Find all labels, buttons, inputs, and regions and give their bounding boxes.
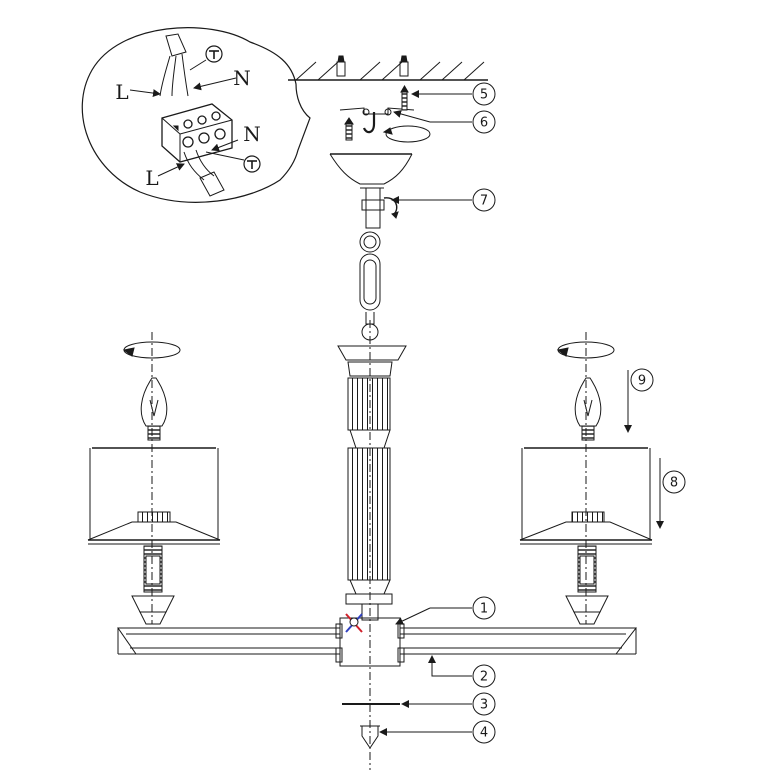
rotate-arrow-icon — [382, 125, 431, 143]
callout-1: 1 — [480, 602, 488, 617]
upper-cable — [159, 33, 189, 97]
callout-marker-6 — [472, 110, 496, 134]
wire-label-live-top: L — [115, 80, 128, 104]
center-lines — [151, 320, 587, 770]
callout-9: 9 — [638, 374, 646, 389]
rotate-arrow-icon — [556, 341, 615, 359]
ground-icon — [205, 151, 261, 173]
callout-marker-3 — [472, 692, 496, 716]
lower-cable — [183, 149, 225, 197]
wall-anchor-right — [399, 55, 409, 77]
ground-icon — [189, 45, 223, 71]
callout-7: 7 — [480, 194, 488, 209]
central-column — [337, 345, 407, 605]
callout-4: 4 — [480, 726, 488, 741]
screw-icon — [400, 85, 409, 111]
mounting-plate — [339, 107, 415, 116]
callout-3: 3 — [480, 698, 488, 713]
wire-label-neutral-top: N — [233, 66, 251, 90]
wall-anchor-left — [336, 55, 346, 77]
bulb-icon — [140, 377, 168, 441]
ceiling — [288, 55, 488, 81]
ceiling-canopy — [329, 153, 413, 189]
callout-marker-9 — [630, 368, 654, 392]
callout-6: 6 — [480, 116, 488, 131]
left-light — [87, 341, 221, 625]
hanging-rod — [359, 187, 399, 253]
wire-label-neutral-bottom: N — [243, 122, 261, 146]
wiring-detail-bubble — [81, 27, 311, 203]
callout-8: 8 — [670, 476, 678, 491]
wire-connector — [345, 613, 363, 633]
wire-label-live-bottom: L — [145, 166, 158, 190]
screw-icon — [344, 117, 354, 141]
callout-marker-8 — [662, 470, 686, 494]
callout-marker-5 — [472, 82, 496, 106]
bulb-icon — [574, 377, 602, 441]
finial — [360, 725, 380, 749]
hook-icon — [362, 112, 376, 134]
callout-marker-2 — [472, 664, 496, 688]
callout-5: 5 — [480, 88, 488, 103]
callout-2: 2 — [480, 670, 488, 685]
rotate-arrow-icon — [122, 341, 181, 359]
callout-marker-4 — [472, 720, 496, 744]
callout-marker-7 — [472, 188, 496, 212]
callout-leaders — [379, 90, 664, 736]
callout-marker-1 — [472, 596, 496, 620]
terminal-block-icon — [161, 103, 233, 163]
cross-arm — [117, 603, 638, 667]
right-light — [519, 341, 653, 625]
